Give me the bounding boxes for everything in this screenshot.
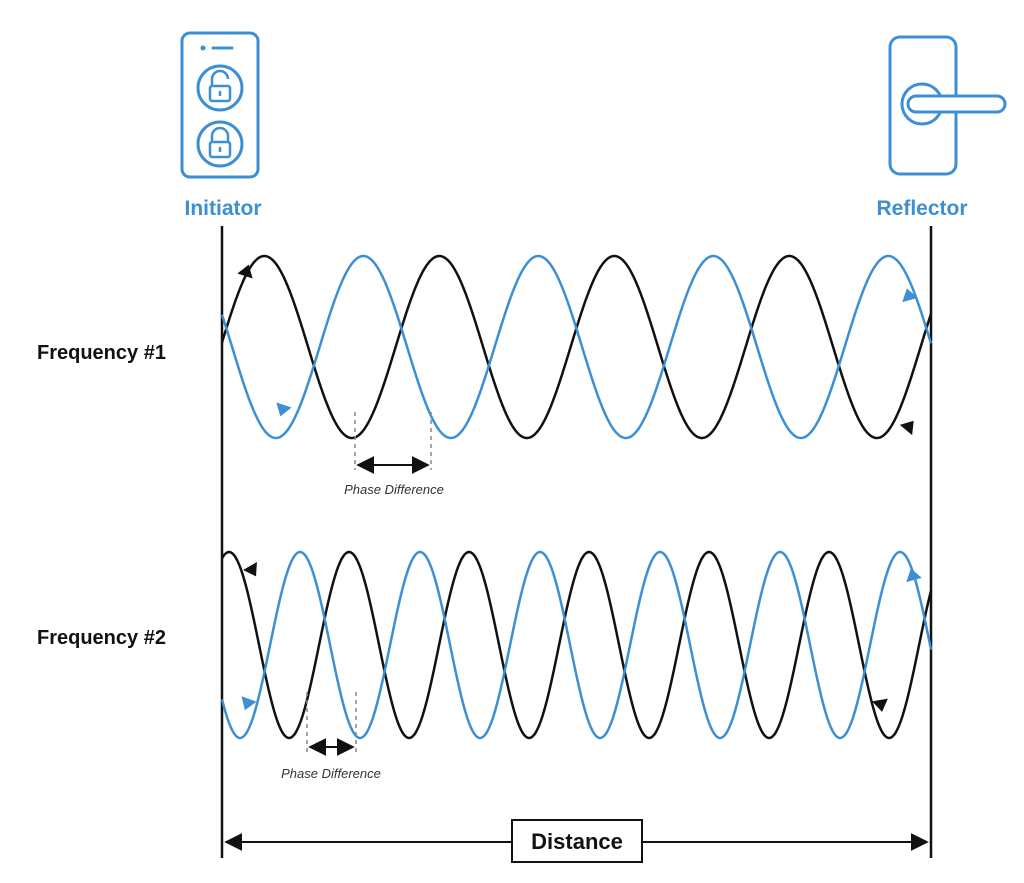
frequency-1-outgoing-wave (220, 254, 933, 440)
frequency-1-phase-difference-label: Phase Difference (344, 482, 444, 497)
reflector-label: Reflector (876, 197, 967, 220)
initiator-device-icon (180, 31, 260, 179)
distance-arrow (224, 819, 929, 863)
frequency-1-reflected-wave (220, 254, 933, 440)
initiator-label: Initiator (185, 197, 262, 220)
distance-label: Distance (531, 829, 623, 854)
unlocked-padlock-icon (196, 64, 244, 112)
locked-padlock-icon (196, 120, 244, 168)
frequency-1-label: Frequency #1 (37, 342, 166, 364)
reflector-door-handle-icon (888, 35, 1007, 176)
frequency-1-phase-difference-marker (354, 412, 432, 474)
frequency-2-phase-difference-label: Phase Difference (281, 766, 381, 781)
frequency-2-outgoing-wave (220, 550, 933, 740)
frequency-2-phase-difference-marker (306, 692, 357, 756)
frequency-2-reflected-wave (220, 550, 933, 740)
frequency-1-direction-arrows (237, 264, 918, 436)
frequency-2-direction-arrows (241, 562, 922, 712)
frequency-2-label: Frequency #2 (37, 627, 166, 649)
